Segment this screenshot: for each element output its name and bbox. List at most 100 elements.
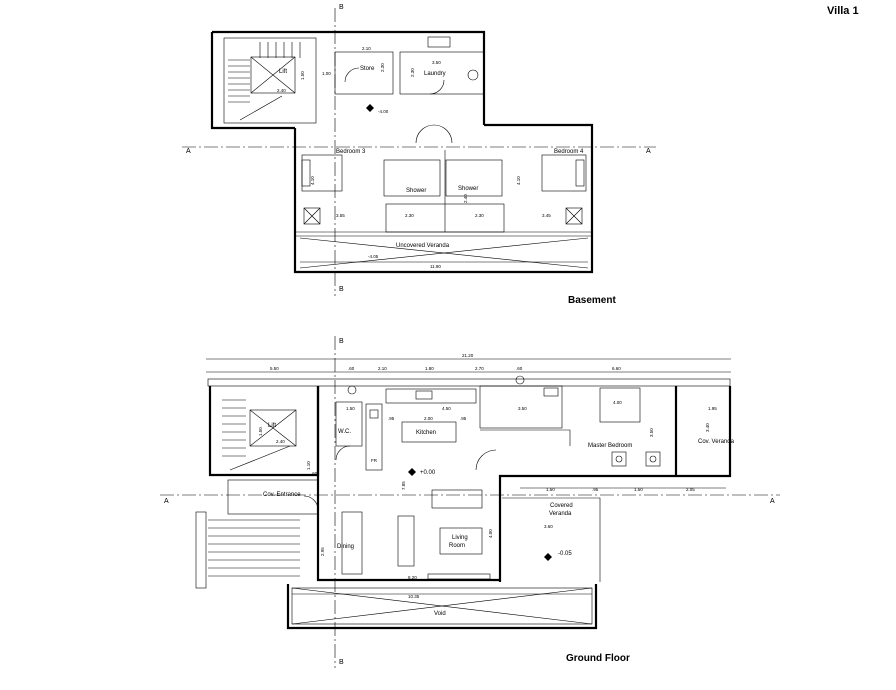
svg-text:3.50: 3.50 — [432, 60, 441, 65]
covered-veranda-label-2: Veranda — [549, 511, 572, 517]
basement-lift — [250, 56, 296, 94]
svg-text:B: B — [339, 659, 344, 666]
stair-enclosure — [208, 386, 320, 477]
svg-text:1.10: 1.10 — [306, 461, 311, 470]
master-armchair-right-icon — [645, 451, 661, 467]
bedroom3-label: Bedroom 3 — [336, 149, 366, 155]
svg-text:7.85: 7.85 — [401, 481, 406, 490]
ground-stair-treads — [222, 399, 291, 471]
void-label: Void — [434, 611, 446, 617]
living-window — [427, 573, 491, 580]
svg-text:4.00: 4.00 — [613, 400, 622, 405]
basement-plan: B B A A Lift 2.40 1.50 Store 2.10 1.00 — [182, 4, 656, 306]
svg-text:4.10: 4.10 — [310, 176, 315, 185]
cov-entrance — [227, 479, 319, 515]
laundry-label: Laundry — [424, 71, 446, 77]
living-label-2: Room — [449, 543, 465, 549]
svg-text:3.55: 3.55 — [336, 213, 345, 218]
svg-text:1.50: 1.50 — [346, 406, 355, 411]
section-mark-b-top: B — [339, 4, 344, 11]
basement-lower-wall — [293, 123, 594, 274]
svg-text:8.20: 8.20 — [408, 575, 417, 580]
top-slab — [207, 378, 731, 387]
washing-machine-icon — [467, 69, 479, 81]
svg-text:2.05: 2.05 — [686, 487, 695, 492]
svg-text:1.95: 1.95 — [708, 406, 717, 411]
svg-text:6.60: 6.60 — [612, 366, 621, 371]
level-marker-icon — [408, 468, 416, 476]
stair-level: -4.00 — [378, 109, 389, 114]
svg-text:B: B — [339, 338, 344, 345]
master-bed — [599, 387, 641, 423]
master-bedroom-label: Master Bedroom — [588, 443, 632, 449]
section-mark-a-right: A — [646, 148, 651, 155]
main-level: +0.00 — [420, 470, 436, 476]
bath-toilet-icon — [515, 375, 525, 385]
svg-text:.60: .60 — [311, 471, 318, 476]
master-armchair-left-icon — [611, 451, 627, 467]
laundry-room — [399, 51, 485, 95]
svg-text:1.00: 1.00 — [322, 71, 331, 76]
svg-text:.60: .60 — [516, 366, 523, 371]
svg-text:2.30: 2.30 — [475, 213, 484, 218]
house-west-wall — [316, 386, 500, 582]
bedroom4-armchair-icon — [565, 207, 583, 225]
svg-text:2.40: 2.40 — [277, 88, 286, 93]
section-mark-a-left: A — [186, 148, 191, 155]
svg-text:3.60: 3.60 — [544, 524, 553, 529]
covered-veranda-label: Covered — [550, 503, 573, 509]
svg-text:2.30: 2.30 — [405, 213, 414, 218]
svg-text:2.30: 2.30 — [380, 63, 385, 72]
ground-lift — [249, 409, 297, 447]
master-closet-wall — [480, 429, 571, 446]
svg-text:3.40: 3.40 — [705, 423, 710, 432]
dining-label: Dining — [337, 544, 354, 550]
svg-text:4.50: 4.50 — [442, 406, 451, 411]
ground-lift-label: Lift — [268, 423, 276, 429]
store-label: Store — [360, 66, 375, 72]
svg-text:11.90: 11.90 — [430, 264, 441, 269]
cov-veranda-right-label: Cov. Veranda — [698, 439, 735, 445]
veranda-level: -4.05 — [368, 254, 379, 259]
living-sofa — [431, 489, 483, 509]
shower-right-label: Shower — [458, 186, 478, 192]
svg-text:3.45: 3.45 — [542, 213, 551, 218]
central-double-door — [415, 124, 453, 144]
bath-sink-icon — [543, 387, 559, 397]
page-title: Villa 1 — [827, 5, 859, 17]
store-door-swing — [344, 67, 360, 83]
entrance-door-swing — [303, 495, 319, 511]
shower-left-label: Shower — [406, 188, 426, 194]
void-wall — [286, 584, 598, 630]
svg-text:2.40: 2.40 — [276, 439, 285, 444]
svg-text:2.00: 2.00 — [424, 416, 433, 421]
svg-text:3.50: 3.50 — [518, 406, 527, 411]
svg-text:.95: .95 — [460, 416, 467, 421]
svg-text:2.95: 2.95 — [320, 547, 325, 556]
level-marker-icon — [544, 553, 552, 561]
external-stair-rail — [195, 511, 207, 589]
kitchen-door-swing — [475, 449, 497, 471]
svg-text:2.70: 2.70 — [475, 366, 484, 371]
store-room — [334, 51, 394, 95]
uncovered-veranda-label: Uncovered Veranda — [396, 243, 450, 249]
svg-text:1.50: 1.50 — [300, 71, 305, 80]
void-area — [291, 587, 593, 625]
svg-text:5.50: 5.50 — [270, 366, 279, 371]
wc-door-swing — [335, 445, 351, 461]
svg-text:4.00: 4.00 — [488, 529, 493, 538]
svg-text:10.35: 10.35 — [408, 594, 420, 599]
section-mark-b-bottom: B — [339, 286, 344, 293]
svg-text:21.20: 21.20 — [462, 353, 474, 358]
svg-text:.95: .95 — [388, 416, 395, 421]
svg-text:1.50: 1.50 — [258, 427, 263, 436]
house-east-wall — [498, 386, 732, 582]
level-marker-icon — [366, 104, 374, 112]
dining-table — [341, 511, 363, 575]
bedroom4-label: Bedroom 4 — [554, 149, 584, 155]
external-stair-treads — [208, 519, 300, 577]
wc-toilet-icon — [347, 385, 357, 395]
hob-icon — [369, 409, 379, 419]
cov-entrance-label: Cov. Entrance — [263, 492, 301, 498]
